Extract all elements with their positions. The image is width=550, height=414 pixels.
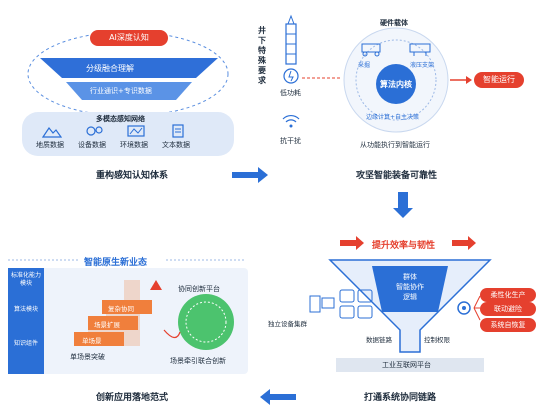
swarm-label-line: 群体 xyxy=(403,273,417,281)
panel1-caption: 重构感知认知体系 xyxy=(96,171,169,181)
vertical-char: 要 xyxy=(258,66,266,75)
vertical-char: 井 xyxy=(258,26,266,35)
step-expand xyxy=(88,316,138,330)
platform-bar xyxy=(336,358,484,372)
side-item: 算法模块 xyxy=(13,306,38,313)
efficiency-banner: 提升效率与韧性 xyxy=(372,241,436,251)
step-arrow-up xyxy=(150,280,162,290)
panel2-caption: 攻坚智能装备可靠性 xyxy=(356,171,438,181)
special-requirements-vertical: 井 下 特 殊 要 求 xyxy=(256,26,268,86)
side-module-bar xyxy=(8,268,44,374)
data-link-label: 数据链路 xyxy=(366,336,392,344)
low-power-label: 低功耗 xyxy=(280,89,301,97)
network-title: 多模态感知网络 xyxy=(96,115,145,123)
core-label: 算法内核 xyxy=(380,80,412,89)
step-to-platform xyxy=(163,329,181,339)
platform-caption: 场景牵引联合创新 xyxy=(170,357,226,365)
hardware-label: 硬件载体 xyxy=(380,19,408,27)
output-pill: 系统自恢复 xyxy=(480,318,536,332)
banner-arrow-left xyxy=(340,236,364,250)
top-label: AI深度认知 xyxy=(90,30,168,46)
platform-label: 协同创新平台 xyxy=(178,285,220,293)
side-item: 标准化能力模块 xyxy=(10,272,41,287)
low-power-icon xyxy=(283,68,299,84)
tower-icon xyxy=(285,14,297,65)
funnel-layer-1 xyxy=(40,58,218,78)
output-pill: 联动避险 xyxy=(480,302,536,316)
side-item: 知识组件 xyxy=(13,340,38,347)
side-module-text: 标准化能力模块 算法模块 知识组件 xyxy=(10,272,42,370)
panel2-subcaption: 从功能执行到智能运行 xyxy=(360,141,430,149)
output-pill: 柔性化生产 xyxy=(480,288,536,302)
arrow-right-1 xyxy=(232,167,268,183)
vertical-char: 特 xyxy=(258,46,266,55)
anti-interference-label: 抗干扰 xyxy=(280,137,301,145)
step-label: 场景扩展 xyxy=(94,321,120,329)
platform-label: 工业互联网平台 xyxy=(382,361,431,369)
machine-label: 液压支架 xyxy=(410,62,435,69)
layer1-label: 分级融合理解 xyxy=(86,64,134,73)
vertical-char: 下 xyxy=(258,36,266,45)
step-single xyxy=(74,332,124,346)
swarm-label-line: 逻辑 xyxy=(403,293,417,301)
banner-arrow-right xyxy=(452,236,476,250)
swarm-label: 群体 智能协作 逻辑 xyxy=(386,272,434,302)
swarm-label-line: 智能协作 xyxy=(396,283,424,291)
step-label: 单场景 xyxy=(82,337,102,345)
layer2-label: 行业通识+专识数据 xyxy=(90,87,152,95)
signal-icon xyxy=(282,115,300,128)
panel4-caption: 创新应用落地范式 xyxy=(96,393,169,403)
step-label: 复杂协同 xyxy=(108,305,134,313)
gears-icon xyxy=(86,126,103,136)
document-icon xyxy=(172,124,184,138)
funnel-layer-2 xyxy=(66,82,192,100)
step-complex xyxy=(102,300,152,314)
arrow-left xyxy=(260,389,296,405)
left-cluster-label: 独立设备集群 xyxy=(268,320,307,328)
data-item-label: 文本数据 xyxy=(162,141,190,149)
server-icon xyxy=(309,295,335,313)
data-item-label: 地质数据 xyxy=(36,141,64,149)
data-item-label: 设备数据 xyxy=(78,141,106,149)
gear-icon xyxy=(457,301,471,315)
vertical-char: 求 xyxy=(258,76,266,85)
control-link-label: 控制权限 xyxy=(424,336,450,344)
output-label: 智能运行 xyxy=(474,72,524,88)
vertical-char: 殊 xyxy=(258,56,266,65)
output-branches xyxy=(473,295,481,321)
panel4-title: 智能原生新业态 xyxy=(84,258,148,268)
arrow-down xyxy=(393,192,413,218)
algorithm-core xyxy=(376,64,416,104)
mountain-icon xyxy=(42,126,62,138)
step-caption: 单场景突破 xyxy=(70,353,105,361)
swarm-core xyxy=(372,266,448,312)
edge-label: 边缘计算+自主决策 xyxy=(366,114,420,121)
device-cluster-icon xyxy=(339,289,373,319)
machine-label: 采掘 xyxy=(358,62,371,69)
panel3-caption: 打通系统协同链路 xyxy=(364,393,437,403)
hydraulic-support-icon xyxy=(409,43,431,56)
environment-icon xyxy=(127,125,145,137)
data-item-label: 环境数据 xyxy=(120,141,148,149)
excavator-icon xyxy=(361,43,381,57)
